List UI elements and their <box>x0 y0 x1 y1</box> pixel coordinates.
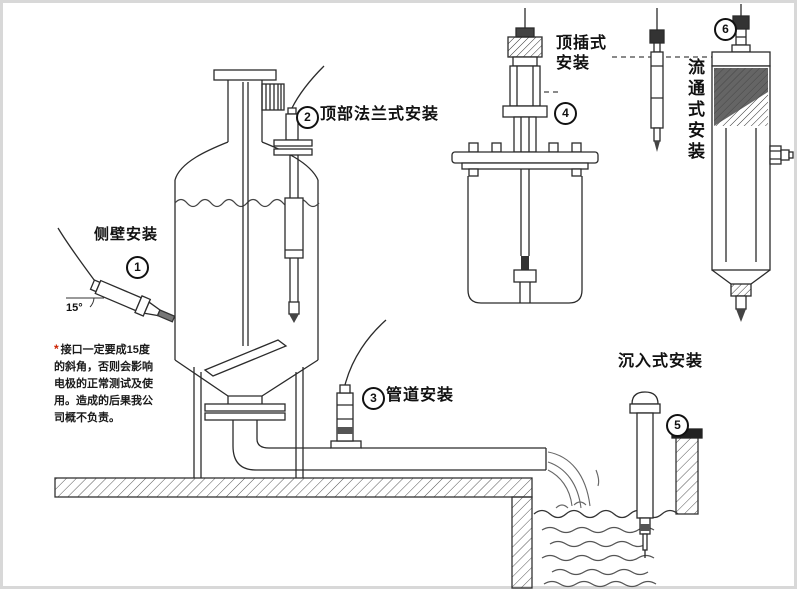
badge-6: 6 <box>714 18 737 41</box>
badge-2: 2 <box>296 106 319 129</box>
sidewall-electrode <box>57 227 176 323</box>
water-surface <box>533 509 679 519</box>
tank-legs <box>193 367 304 478</box>
bare-electrode <box>649 8 665 152</box>
note-marker: * <box>54 342 59 356</box>
label-angle-15deg: 15° <box>66 302 83 314</box>
insert-vessel <box>467 176 583 304</box>
outflow-stream <box>547 451 600 509</box>
label-flow-through-installation: 流通式安装 <box>685 58 704 163</box>
note-text: 接口一定要成15度 的斜角，否则会影响 电极的正常测试及使 用。造成的后果我公 … <box>54 344 153 425</box>
basin-left-wall <box>511 496 533 589</box>
flow-cell-side-port <box>769 145 794 165</box>
label-pipeline-installation: 管道安装 <box>386 387 455 404</box>
pipeline-electrode <box>330 319 387 449</box>
reactor-tank <box>174 69 320 478</box>
tank-top-cap <box>213 69 277 81</box>
flow-cell-bottom-port <box>711 269 771 322</box>
badge-5: 5 <box>666 414 689 437</box>
label-top-flange-installation: 顶部法兰式安装 <box>320 106 440 123</box>
leader-top-flange <box>291 65 325 109</box>
label-top-insert-installation: 顶插式 安装 <box>556 35 608 72</box>
basin-right-wall <box>671 428 703 515</box>
tank-dome <box>174 141 319 181</box>
drain-pipeline <box>232 420 547 471</box>
warning-note: *接口一定要成15度 的斜角，否则会影响 电极的正常测试及使 用。造成的后果我公… <box>54 340 160 427</box>
ground-platform <box>54 477 533 589</box>
leader-pipeline <box>344 319 387 386</box>
bottom-flange <box>204 396 286 421</box>
label-sidewall-installation: 侧壁安装 <box>94 226 159 243</box>
badge-4: 4 <box>554 102 577 125</box>
badge-1: 1 <box>126 256 149 279</box>
tank-motor <box>261 83 285 111</box>
label-submersion-installation: 沉入式安装 <box>618 353 704 370</box>
top-flange-electrode <box>273 65 325 323</box>
agitator <box>203 82 288 377</box>
submersion-electrode <box>629 391 661 558</box>
badge-3: 3 <box>362 387 385 410</box>
angle-mark <box>66 297 104 308</box>
tank-body <box>174 180 319 360</box>
flow-cell <box>711 4 794 322</box>
top-insert-assembly <box>451 8 599 304</box>
basin-water <box>533 509 679 588</box>
insert-flange <box>451 142 599 177</box>
